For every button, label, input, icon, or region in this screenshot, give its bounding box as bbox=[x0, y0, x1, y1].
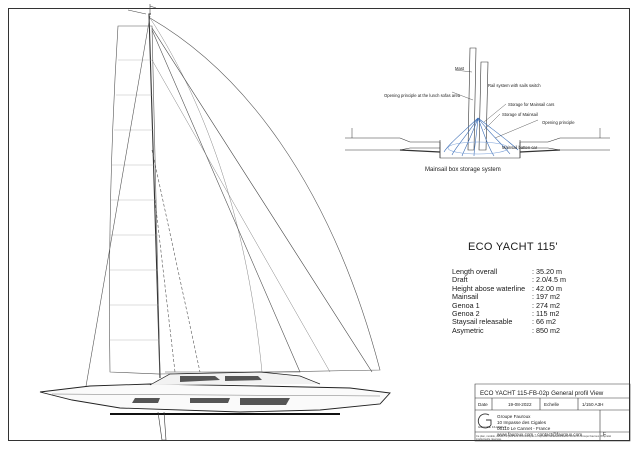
sail-fold-fan bbox=[443, 117, 519, 157]
spec-row: Asymetric : 850 m2 bbox=[452, 325, 566, 335]
label-opening-lunch: Opening principle at the lunch sofas are… bbox=[384, 93, 461, 98]
spec-value: : 115 m2 bbox=[532, 309, 560, 319]
spec-label: Staysail releasable bbox=[452, 317, 513, 327]
label-opening-principle: Opening principle bbox=[542, 120, 575, 125]
logo-text: GROUPE FAUROUX bbox=[478, 426, 507, 429]
spec-value: : 66 m2 bbox=[532, 317, 556, 327]
staysail bbox=[151, 149, 201, 373]
spec-value: : 850 m2 bbox=[532, 325, 560, 335]
contact-line: www.fauroux.com - contact@fauroux.com bbox=[497, 432, 583, 437]
date-value: 19-08-2022 bbox=[508, 402, 532, 407]
spec-row: Genoa 2 : 115 m2 bbox=[452, 309, 566, 319]
forestay bbox=[151, 27, 373, 373]
address-line-1: 10 Impasse des Cigales bbox=[497, 420, 547, 425]
mainsail bbox=[109, 25, 161, 375]
spec-label: Draft bbox=[452, 275, 468, 285]
spec-value: : 274 m2 bbox=[532, 300, 560, 310]
asymmetric-sail bbox=[149, 17, 381, 375]
scale-label: Echelle bbox=[544, 402, 560, 407]
company-logo bbox=[477, 413, 492, 429]
spec-label: Genoa 1 bbox=[452, 300, 480, 310]
mainsail-box-detail bbox=[345, 47, 610, 159]
detail-caption: Mainsail box storage system bbox=[425, 167, 501, 173]
sheet-letter: F bbox=[603, 432, 607, 438]
company-address: Groupe Fauroux 10 Impasse des Cigales 06… bbox=[497, 414, 582, 438]
title-block-lines bbox=[474, 383, 631, 442]
spec-row: Mainsail : 197 m2 bbox=[452, 292, 566, 302]
label-mast: Mast bbox=[455, 66, 465, 71]
spec-value: : 2.0/4.5 m bbox=[532, 275, 566, 285]
spec-label: Asymetric bbox=[452, 325, 484, 335]
date-label: Date bbox=[478, 402, 488, 407]
yacht-title: ECO YACHT 115' bbox=[468, 241, 558, 253]
spec-row: Draft : 2.0/4.5 m bbox=[452, 275, 566, 285]
scale-value: 1/150 A3H bbox=[582, 402, 604, 407]
spec-row: Genoa 1 : 274 m2 bbox=[452, 300, 566, 310]
deck-windows bbox=[180, 376, 220, 382]
mast bbox=[148, 13, 161, 379]
genoa bbox=[151, 29, 301, 373]
spec-value: : 42.00 m bbox=[532, 283, 562, 293]
spec-row: Length overall : 35.20 m bbox=[452, 267, 566, 276]
spec-value: : 35.20 m bbox=[532, 267, 562, 276]
spec-label: Genoa 2 bbox=[452, 309, 480, 319]
spec-label: Height abose waterline bbox=[452, 283, 526, 293]
spec-label: Length overall bbox=[452, 267, 498, 276]
legal-notes: Ce plan, modèle, dessin ne peut être com… bbox=[476, 435, 612, 442]
drawing-title: ECO YACHT 115-FB-02p General profil View bbox=[480, 390, 604, 397]
label-rail-system: Rail system with sails switch bbox=[488, 83, 541, 88]
label-batten-car: Mainsail batten car bbox=[502, 145, 538, 150]
spec-row: Staysail releasable : 66 m2 bbox=[452, 317, 566, 327]
spec-row: Height abose waterline : 42.00 m bbox=[452, 283, 566, 293]
label-storage-mainsail: Storage of Mainsail bbox=[502, 112, 538, 117]
spec-value: : 197 m2 bbox=[532, 292, 560, 302]
label-storage-cars: Storage for Mainsail cars bbox=[508, 102, 555, 107]
sheet-frame bbox=[8, 8, 630, 441]
address-line-2: 06110 Le Cannet - France bbox=[497, 426, 551, 431]
company-name: Groupe Fauroux bbox=[497, 414, 531, 419]
spec-label: Mainsail bbox=[452, 292, 479, 302]
